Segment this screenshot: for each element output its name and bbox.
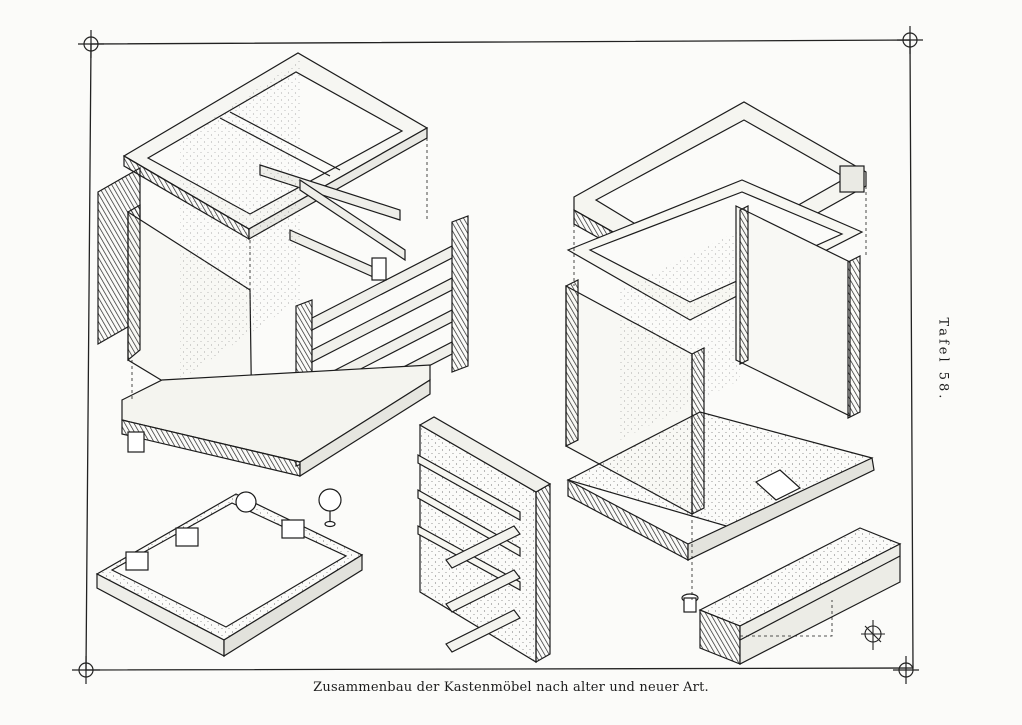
drawer-tray: [95, 488, 364, 658]
old-cabinet-assembly: [97, 52, 469, 478]
plate-caption: Zusammenbau der Kastenmöbel nach alter u…: [313, 680, 709, 695]
registration-mark-icon: [72, 26, 923, 684]
slotted-side-panel: [417, 416, 552, 664]
shelf-boards: [445, 525, 521, 653]
new-cabinet-assembly: [565, 101, 902, 665]
plate-number-text: Tafel 58.: [935, 317, 951, 402]
new-cabinet-plinth: [698, 527, 902, 665]
old-cabinet-base: [121, 364, 431, 478]
new-cabinet-base: [566, 411, 875, 561]
monogram-icon: [861, 620, 885, 650]
